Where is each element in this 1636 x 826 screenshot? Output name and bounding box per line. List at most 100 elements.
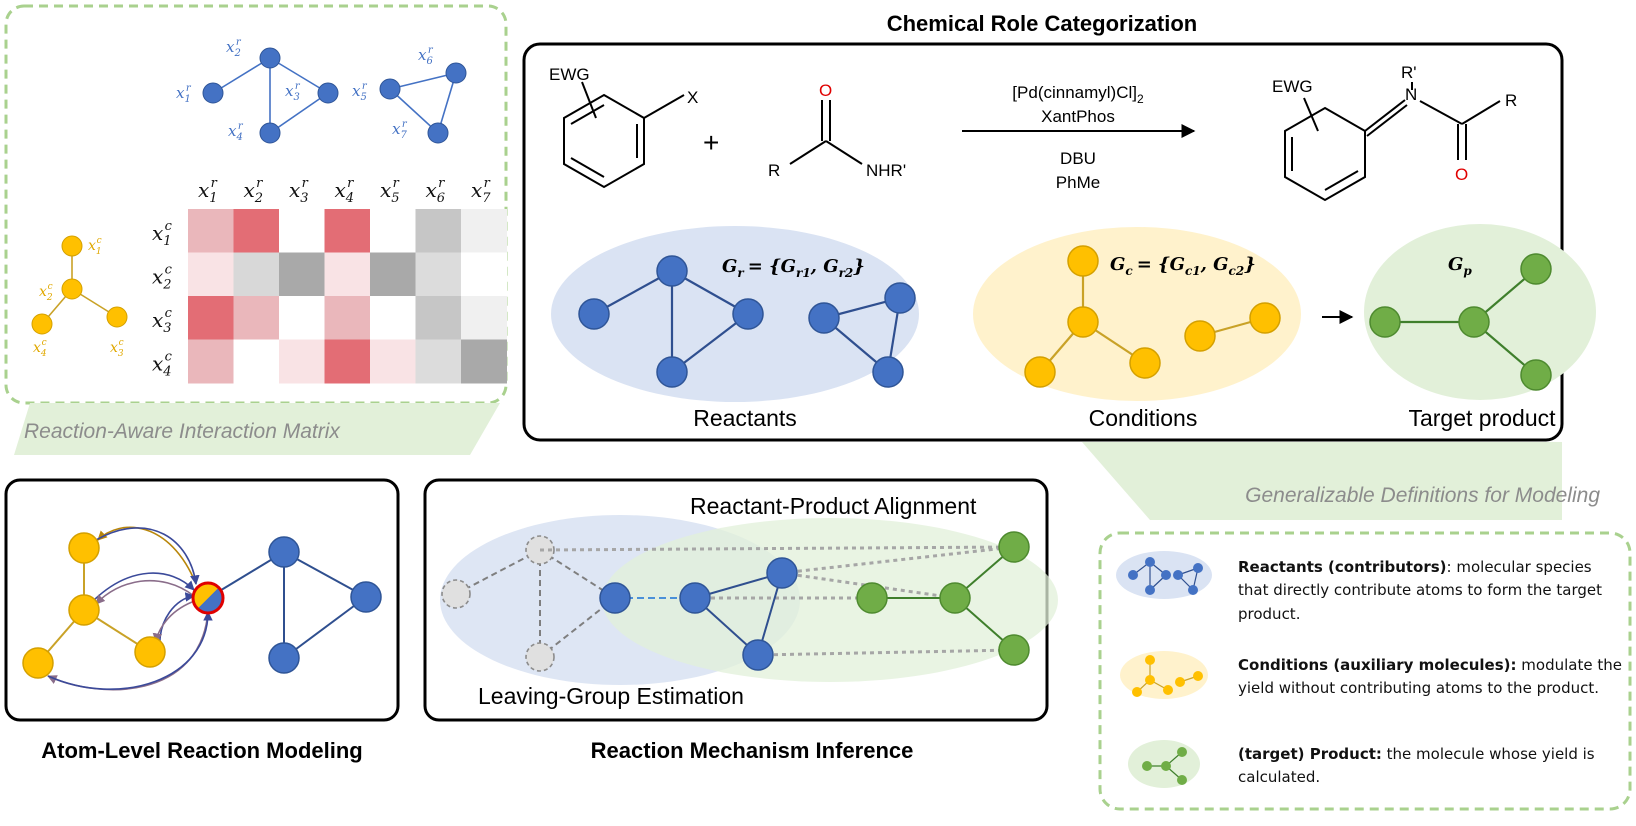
alignment-label: Reactant-Product Alignment — [690, 493, 977, 519]
heatmap-cell — [188, 296, 234, 340]
chemical-role-panel: Chemical Role Categorization — [522, 11, 1596, 442]
heatmap-cell — [370, 339, 416, 384]
conditions-graph-group: Gc= {Gc1, Gc2} Conditions — [973, 227, 1301, 431]
node-x1r — [202, 82, 224, 104]
generalizable-callout-band — [1082, 442, 1562, 520]
amide-r-label: R — [768, 161, 780, 180]
svg-text:x4c: x4c — [33, 338, 47, 359]
heatmap-cell — [461, 296, 507, 340]
product-ewg-label: EWG — [1272, 77, 1313, 96]
solvent-label: PhMe — [1056, 173, 1100, 192]
heatmap-cell — [279, 252, 325, 297]
heatmap-row-label: x1c — [152, 219, 173, 249]
heatmap-cell — [370, 209, 416, 253]
heatmap-column-label: x7r — [471, 176, 491, 206]
node-x4c — [31, 313, 53, 335]
heatmap-cell — [415, 296, 462, 340]
svg-text:x1r: x1r — [176, 83, 192, 105]
heatmap-cell — [233, 209, 280, 253]
node-x2c — [61, 278, 83, 300]
svg-text:x2r: x2r — [226, 37, 242, 59]
product-r-label: R — [1505, 91, 1517, 110]
svg-text:x3c: x3c — [110, 338, 124, 359]
gp-label: Gp — [1448, 254, 1472, 278]
reaction-scheme — [563, 81, 1501, 202]
atom-level-title: Atom-Level Reaction Modeling — [41, 738, 362, 763]
node-x4r — [259, 122, 281, 144]
reactants-graph-group: Gr= {Gr1, Gr2} Reactants — [551, 226, 919, 431]
legend-product: (target) Product: the molecule whose yie… — [1238, 745, 1595, 787]
node-x7r — [427, 122, 449, 144]
product-legend-icon — [1128, 740, 1200, 788]
node-x6r — [445, 62, 467, 84]
amide-oxygen-label: O — [819, 81, 832, 100]
heatmap-cell — [188, 339, 234, 384]
small-condition-graph: x1c x2c x3c x4c — [31, 235, 128, 359]
heatmap-cell — [324, 209, 371, 253]
small-reactant-graph: x1r x2r x3r x4r x5r x6r x7r — [176, 37, 467, 144]
condition-legend-icon — [1120, 651, 1208, 699]
heatmap-cell — [233, 339, 280, 384]
heatmap-column-label: x5r — [380, 176, 400, 206]
base-label: DBU — [1060, 149, 1096, 168]
amide-nhr-label: NHR' — [866, 161, 906, 180]
heatmap-cell — [324, 252, 371, 297]
heatmap-cell — [415, 209, 462, 253]
leaving-group-label: Leaving-Group Estimation — [478, 683, 744, 709]
svg-text:x6r: x6r — [418, 45, 434, 67]
heatmap-cell — [279, 296, 325, 340]
matrix-callout-band — [14, 403, 500, 455]
node-x5r — [379, 78, 401, 100]
heatmap-column-label: x6r — [426, 176, 446, 206]
heatmap-cell — [461, 209, 507, 253]
heatmap-cell — [233, 252, 280, 297]
product-rprime-label: R' — [1401, 63, 1417, 82]
heatmap-cell — [461, 339, 507, 384]
svg-text:x3r: x3r — [285, 81, 301, 103]
product-oxygen-label: O — [1455, 165, 1468, 184]
heatmap-row-label: x2c — [152, 263, 173, 293]
conditions-label: Conditions — [1089, 405, 1198, 431]
target-product-label: Target product — [1408, 405, 1556, 431]
heatmap-cell — [370, 252, 416, 297]
product-graph-group: Gp Target product — [1364, 224, 1596, 431]
gc-equation: Gc= {Gc1, Gc2} — [1110, 254, 1256, 278]
heatmap-cell — [415, 339, 462, 384]
svg-text:x1c: x1c — [88, 236, 102, 257]
ligand-label: XantPhos — [1041, 107, 1115, 126]
node-x1c — [61, 235, 83, 257]
reactant-node-labels: x1r x2r x3r x4r x5r x6r x7r — [176, 37, 434, 143]
heatmap-cell — [279, 209, 325, 253]
legend-reactants: Reactants (contributors): molecular spec… — [1238, 558, 1602, 623]
heatmap-column-label: x3r — [289, 176, 309, 206]
heatmap-column-label: x2r — [244, 176, 264, 206]
reactant-legend-icon — [1116, 551, 1212, 599]
mechanism-title: Reaction Mechanism Inference — [591, 738, 914, 763]
heatmap-cell — [324, 339, 371, 384]
ewg-label: EWG — [549, 65, 590, 84]
leaving-x-label: X — [687, 88, 698, 107]
benzene-ring-reactant — [563, 93, 645, 189]
svg-text:x5r: x5r — [352, 81, 368, 103]
gr-equation: Gr= {Gr1, Gr2} — [722, 256, 865, 280]
center-attention-node — [191, 581, 225, 615]
node-x2r — [259, 47, 281, 69]
definitions-panel: Reactants (contributors): molecular spec… — [1098, 531, 1632, 811]
condition-node-labels: x1c x2c x3c x4c — [33, 236, 124, 359]
heatmap-cell — [324, 296, 371, 340]
heatmap-column-label: x1r — [198, 176, 218, 206]
heatmap-row-label: x4c — [152, 350, 173, 380]
interaction-heatmap — [188, 209, 507, 384]
plus-sign: + — [703, 127, 719, 158]
heatmap-cell — [415, 252, 462, 297]
legend-conditions: Conditions (auxiliary molecules): modula… — [1238, 656, 1622, 698]
heatmap-cell — [233, 296, 280, 340]
benzene-ring-product — [1284, 106, 1366, 202]
interaction-matrix-panel: Reaction-Aware Interaction Matrix — [4, 4, 508, 455]
catalyst-label: [Pd(cinnamyl)Cl] — [1012, 83, 1137, 102]
svg-text:x7r: x7r — [392, 119, 408, 141]
chemical-role-title: Chemical Role Categorization — [887, 11, 1198, 36]
